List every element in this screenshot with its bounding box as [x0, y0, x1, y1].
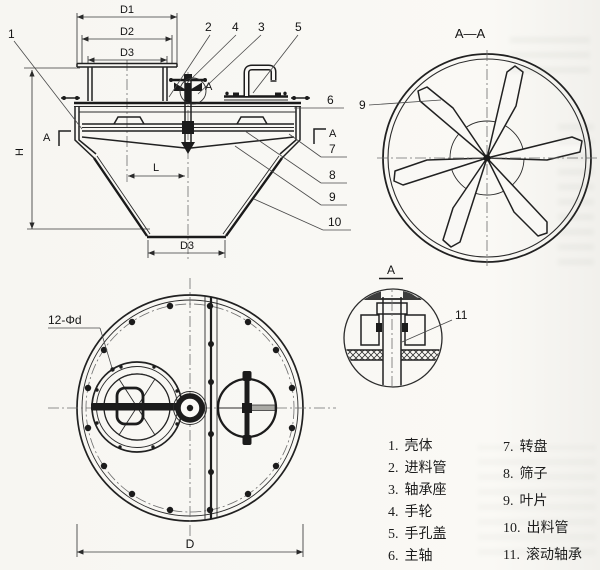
part-name: 滚动轴承	[525, 548, 582, 563]
part-number: 11.	[503, 548, 520, 563]
part-number: 3.	[388, 483, 399, 498]
turntable-disc	[81, 136, 295, 149]
dim-label-d: D	[186, 537, 195, 551]
bearing-callout-11: 11	[455, 308, 468, 322]
cover-handle	[115, 386, 145, 426]
parts-list-column-2: 7. 转盘 8. 筛子 9. 叶片 10. 出料管 11. 滚动轴承	[503, 428, 582, 569]
handwheel-top	[216, 371, 278, 445]
parts-list-item: 1. 壳体	[388, 436, 447, 458]
bottom-plan-view: 12-Φd D	[48, 278, 336, 557]
dim-label-l: L	[153, 162, 159, 174]
part-name: 转盘	[519, 440, 548, 455]
dimension-lines	[24, 13, 226, 258]
callout-8: 8	[329, 168, 336, 182]
part-name: 手孔盖	[404, 527, 447, 542]
front-section-view: D1 D2 D3 H L D3 1 2 4 3 5 6 7 8 9 10 A A…	[8, 4, 351, 260]
parts-list: 1. 壳体 2. 进料管 3. 轴承座 4. 手轮 5. 手孔盖 6. 主轴 7. 转盘 8.…	[383, 428, 598, 568]
bolt-hole-label: 12-Φd	[48, 313, 82, 327]
section-view-title: A—A	[455, 26, 486, 41]
dim-label-d1: D1	[120, 4, 134, 16]
part-name: 筛子	[519, 467, 548, 482]
part-number: 9.	[503, 494, 514, 509]
bearing-assembly	[345, 290, 441, 386]
dimension-d: D	[76, 524, 304, 557]
parts-list-item: 5. 手孔盖	[388, 524, 447, 546]
part-name: 主轴	[404, 549, 433, 564]
blade-callout-9: 9	[359, 98, 366, 112]
part-number: 1.	[388, 439, 399, 454]
shaft-center	[483, 154, 491, 162]
part-number: 8.	[503, 467, 514, 482]
callout-3: 3	[258, 20, 265, 34]
parts-list-column-1: 1. 壳体 2. 进料管 3. 轴承座 4. 手轮 5. 手孔盖 6. 主轴	[388, 428, 447, 568]
callout-9: 9	[329, 190, 336, 204]
impeller-blades	[393, 65, 583, 248]
callout-4: 4	[232, 20, 239, 34]
cover-lock-bar	[91, 403, 178, 411]
parts-list-item: 10. 出料管	[503, 515, 582, 542]
parts-list-item: 8. 筛子	[503, 461, 582, 488]
centerlines	[126, 60, 189, 260]
feed-pipe	[76, 62, 178, 101]
part-number: 2.	[388, 461, 399, 476]
detail-view-title: A	[387, 263, 395, 277]
part-number: 4.	[388, 505, 399, 520]
section-cut-markers	[58, 128, 326, 146]
a-a-section-view: 9 A—A	[359, 26, 597, 266]
part-name: 壳体	[404, 439, 433, 454]
part-name: 轴承座	[404, 483, 447, 498]
bolt-hole-callout: 12-Φd	[48, 313, 115, 372]
part-number: 6.	[388, 549, 399, 564]
detail-circle-letter: A	[205, 81, 213, 93]
cover-bolts	[95, 365, 179, 449]
section-letter-left: A	[43, 132, 51, 144]
callout-10: 10	[328, 215, 342, 229]
handhole-cover-top	[91, 361, 183, 453]
detail-a-boundary-circle	[179, 77, 207, 105]
callout-5: 5	[295, 20, 302, 34]
parts-list-item: 9. 叶片	[503, 488, 582, 515]
dim-label-d3-bottom: D3	[180, 240, 194, 252]
dim-label-h: H	[14, 148, 26, 156]
parts-list-item: 4. 手轮	[388, 502, 447, 524]
part-number: 5.	[388, 527, 399, 542]
callout-leaders	[13, 34, 351, 231]
bearing-seat-handwheel	[169, 74, 207, 105]
callout-1: 1	[8, 27, 15, 41]
parts-list-item: 7. 转盘	[503, 434, 582, 461]
blade-leader	[368, 99, 442, 106]
part-name: 手轮	[404, 505, 433, 520]
detail-boundary	[343, 288, 443, 388]
parts-list-item: 2. 进料管	[388, 458, 447, 480]
part-name: 叶片	[519, 494, 548, 509]
parts-list-item: 11. 滚动轴承	[503, 542, 582, 569]
dim-label-d2: D2	[120, 26, 134, 38]
part-name: 出料管	[526, 521, 569, 536]
parts-list-item: 3. 轴承座	[388, 480, 447, 502]
flange-bolts	[84, 302, 296, 514]
dim-label-d3-top: D3	[120, 47, 134, 59]
part-name: 进料管	[404, 461, 447, 476]
handhole-cover-side	[224, 64, 288, 101]
part-number: 7.	[503, 440, 514, 455]
handle	[243, 64, 277, 96]
detail-a-view: A 11	[343, 263, 468, 388]
shaft-hub	[173, 391, 207, 425]
callout-7: 7	[329, 142, 336, 156]
parts-list-item: 6. 主轴	[388, 546, 447, 568]
callout-6: 6	[327, 93, 334, 107]
callout-2: 2	[205, 20, 212, 34]
bearing-leader	[401, 319, 453, 343]
part-number: 10.	[503, 521, 521, 536]
section-letter-right: A	[329, 128, 337, 140]
